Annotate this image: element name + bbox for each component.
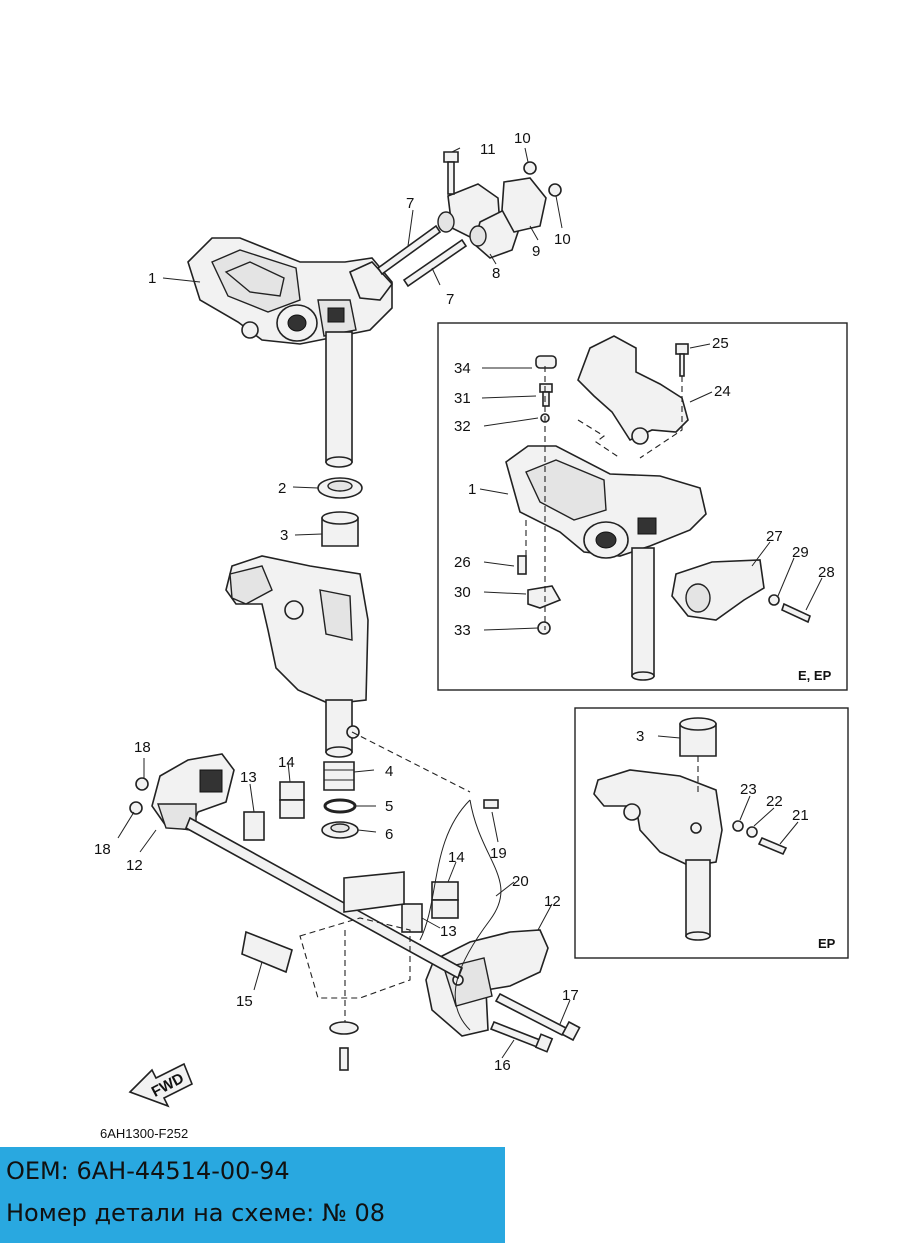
inset-e-callout-31: 31 [454,390,471,407]
callout-4: 4 [385,763,393,780]
callout-18-lower: 18 [94,841,111,858]
steering-bracket-part-1 [187,237,394,345]
inset-e-callout-33: 33 [454,622,471,639]
callout-15: 15 [236,993,253,1010]
inset-e-ep-parts [505,335,811,681]
inset-ep-leaders [657,735,799,845]
inset-e-ep-leaders [479,343,823,631]
inset-ep-callout-23: 23 [740,781,757,798]
washer-part-18 [129,777,149,815]
o-ring-part-5 [323,798,357,814]
inset-ep-callout-22: 22 [766,793,783,810]
parts-diagram: 1 2 3 4 5 6 7 7 8 9 10 10 11 12 12 13 13… [94,130,849,1141]
bushing-part-3 [321,511,359,547]
inset-e-ep-tag: E, EP [798,668,832,683]
callout-18-upper: 18 [134,739,151,756]
pad-part-13-b [401,903,423,933]
fwd-arrow-icon: FWD [128,1062,194,1108]
callout-19: 19 [490,845,507,862]
callout-13-upper: 13 [240,769,257,786]
inset-ep-frame [574,707,849,959]
callout-16: 16 [494,1057,511,1074]
callout-12-left: 12 [126,857,143,874]
callout-20: 20 [512,873,529,890]
ground-lead-part-20 [419,799,502,1031]
bolt-part-11 [443,151,459,195]
callout-11: 11 [480,141,496,158]
callout-14-upper: 14 [278,754,295,771]
inset-e-ep-frame [437,322,848,691]
stud-bolt-part-7-upper [376,224,442,276]
lower-mount [299,871,411,1071]
callout-14-lower: 14 [448,849,465,866]
inset-ep-tag: EP [818,936,836,951]
inset-ep-parts [593,717,788,941]
callout-7-lower: 7 [446,291,454,308]
diagram-reference-number: Номер детали на схеме: № 08 [6,1199,385,1227]
inset-ep-callout-21: 21 [792,807,809,824]
inset-e-callout-28: 28 [818,564,835,581]
bushing-washer-part-2 [317,477,363,499]
oem-number: OEM: 6AH-44514-00-94 [6,1157,290,1185]
callout-17: 17 [562,987,579,1004]
pad-part-13-a [243,811,265,841]
callout-7-upper: 7 [406,195,414,212]
bolt-part-16 [489,1020,554,1053]
inset-e-callout-26: 26 [454,554,471,571]
stud-bolt-part-7-lower [402,238,468,288]
callout-13-lower: 13 [440,923,457,940]
nut-part-10 [523,161,562,197]
callout-1: 1 [148,270,156,287]
plate-part-15 [241,930,293,974]
callout-8: 8 [492,265,500,282]
inset-e-callout-30: 30 [454,584,471,601]
inset-e-callout-27: 27 [766,528,783,545]
clamp-bracket-part-12-left [151,753,235,831]
inset-e-callout-29: 29 [792,544,809,561]
callout-12-right: 12 [544,893,561,910]
screw-part-19 [483,799,499,809]
inset-e-callout-32: 32 [454,418,471,435]
callout-2: 2 [278,480,286,497]
seal-part-6 [321,821,359,839]
swivel-bracket [225,555,369,758]
bolt-part-17 [494,992,581,1042]
clamp-bracket-part-12-right [425,929,549,1037]
callout-9: 9 [532,243,540,260]
inset-e-callout-25: 25 [712,335,729,352]
callout-3: 3 [280,527,288,544]
block-part-14-a [279,781,305,819]
callout-10-lower: 10 [554,231,571,248]
through-tube [184,816,464,980]
part-info-banner: OEM: 6AH-44514-00-94 Номер детали на схе… [0,1147,505,1243]
block-part-14-b [431,881,459,919]
steering-shaft [325,331,353,468]
figure-code: 6AH1300-F252 [100,1126,188,1141]
inset-e-callout-24: 24 [714,383,731,400]
inset-e-callout-34: 34 [454,360,471,377]
callout-6: 6 [385,826,393,843]
callout-leaders [117,147,571,1059]
plate-part-9 [501,177,547,233]
inset-e-callout-1: 1 [468,481,476,498]
bushing-part-4 [323,761,355,791]
callout-5: 5 [385,798,393,815]
callout-10-upper: 10 [514,130,531,147]
inset-ep-callout-3: 3 [636,728,644,745]
